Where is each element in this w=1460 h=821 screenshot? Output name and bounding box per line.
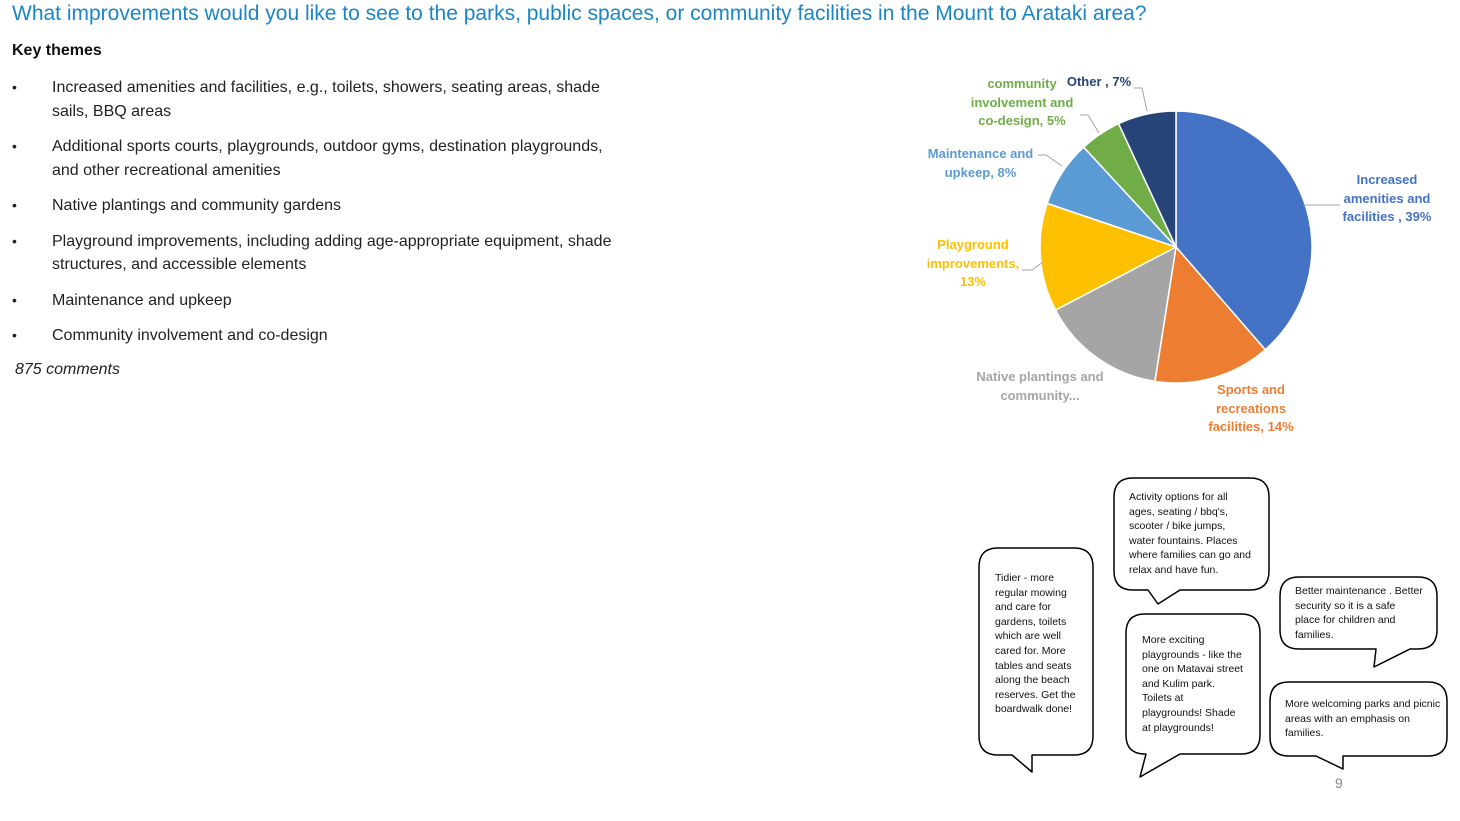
speech-bubble-welcoming (1269, 681, 1448, 770)
pie-label-text: Native plantings and community... (976, 369, 1104, 403)
theme-text: Playground improvements, including addin… (52, 232, 612, 274)
speech-bubble-playgrounds (1125, 613, 1261, 778)
theme-text: Additional sports courts, playgrounds, o… (52, 138, 603, 179)
theme-item-amenities: • Increased amenities and facilities, e.… (12, 76, 612, 123)
leader-line-other (1134, 87, 1148, 112)
leader-line-playground (1022, 261, 1044, 271)
theme-text: Maintenance and upkeep (52, 291, 232, 309)
theme-item-sports: • Additional sports courts, playgrounds,… (12, 135, 612, 182)
pie-label-maintenance: Maintenance and upkeep, 8% (918, 145, 1043, 182)
pie-slice-amenities (1175, 110, 1313, 351)
key-themes-list: • Increased amenities and facilities, e.… (12, 76, 612, 360)
leader-line-maintenance (1038, 154, 1063, 167)
theme-item-community: • Community involvement and co-design (12, 324, 612, 348)
leader-line-community (1080, 114, 1100, 134)
speech-bubble-activity (1113, 477, 1270, 605)
pie-slice-native-plantings (1054, 245, 1177, 383)
pie-label-text: Playground improvements, 13% (926, 237, 1020, 289)
bullet-icon: • (12, 197, 17, 213)
theme-item-native-plantings: • Native plantings and community gardens (12, 194, 612, 218)
pie-label-other: Other , 7% (1062, 73, 1136, 92)
key-themes-heading: Key themes (12, 42, 102, 59)
speech-bubble-tidier (978, 547, 1094, 773)
theme-text: Community involvement and co-design (52, 327, 328, 344)
slide-title: What improvements would you like to see … (12, 2, 1147, 25)
speech-bubble-maintenance (1279, 576, 1438, 668)
pie-slice-sports (1154, 245, 1267, 384)
page-number: 9 (1335, 775, 1343, 791)
quote-text-playgrounds: More exciting playgrounds - like the one… (1142, 634, 1243, 734)
pie-slice-playground (1039, 202, 1178, 312)
pie-slice-other (1117, 110, 1177, 248)
pie-label-text: community involvement and co-design, 5% (970, 76, 1074, 128)
theme-text: Native plantings and community gardens (52, 197, 342, 214)
bullet-icon: • (12, 291, 17, 308)
bullet-icon: • (12, 232, 17, 249)
bullet-icon: • (12, 138, 17, 154)
quote-text-maintenance: Better maintenance . Better security so … (1295, 585, 1423, 641)
pie-label-sports: Sports and recreations facilities, 14% (1196, 381, 1306, 437)
pie-label-community: community involvement and co-design, 5% (964, 75, 1080, 131)
theme-item-playground: • Playground improvements, including add… (12, 230, 612, 277)
pie-label-text: Other , 7% (1066, 74, 1132, 89)
pie-label-native-plantings: Native plantings and community... (970, 368, 1110, 405)
theme-text: Increased amenities and facilities, e.g.… (52, 79, 600, 120)
pie-label-amenities: Increased amenities and facilities , 39% (1336, 171, 1438, 227)
theme-item-maintenance: • Maintenance and upkeep (12, 289, 612, 313)
bullet-icon: • (12, 327, 17, 343)
quote-text-activity: Activity options for all ages, seating /… (1129, 491, 1251, 576)
comment-count: 875 comments (15, 361, 120, 378)
pie-label-playground: Playground improvements, 13% (918, 236, 1028, 292)
bullet-icon: • (12, 79, 17, 95)
pie-label-text: Increased amenities and facilities , 39% (1342, 172, 1432, 224)
pie-label-text: Maintenance and upkeep, 8% (927, 146, 1034, 180)
pie-label-text: Sports and recreations facilities, 14% (1208, 382, 1294, 434)
quote-text-tidier: Tidier - more regular mowing and care fo… (995, 572, 1076, 716)
quote-text-welcoming: More welcoming parks and picnic areas wi… (1285, 698, 1441, 740)
